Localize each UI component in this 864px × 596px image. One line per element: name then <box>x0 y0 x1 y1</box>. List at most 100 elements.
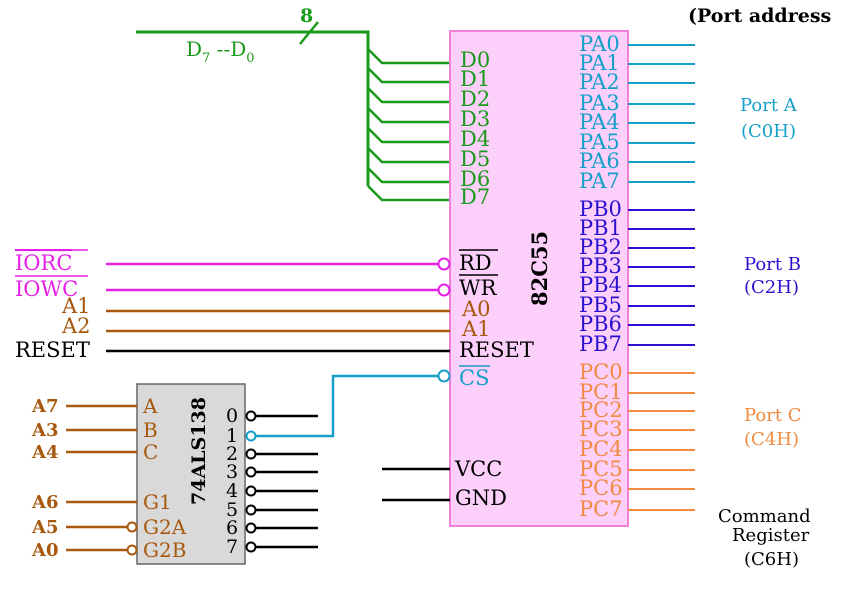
port-a-address: (C0H) <box>741 121 796 142</box>
iowc-signal: IOWC <box>15 277 78 301</box>
port-pin-pa7: PA7 <box>579 169 620 193</box>
reset-signal: RESET <box>15 338 90 362</box>
bus-width-slash <box>299 21 319 45</box>
decoder-signal-a4: A4 <box>31 442 59 463</box>
decoder-input-a: A <box>142 394 158 418</box>
decoder-input-bubble <box>126 521 138 533</box>
port-pin-pb6: PB6 <box>579 312 622 336</box>
decoder-output-bubble <box>245 541 257 553</box>
cs-line <box>252 374 438 438</box>
port-pin-pc0: PC0 <box>579 360 623 384</box>
bus-tap-line <box>367 107 450 124</box>
data-bus <box>136 30 370 186</box>
decoder-output-bubble <box>245 448 257 460</box>
decoder-input-b: B <box>143 418 158 442</box>
decoder-output-bubble <box>245 504 257 516</box>
port-c-address: (C4H) <box>744 429 799 450</box>
port-pin-pc1: PC1 <box>579 380 623 404</box>
port-pin-pb5: PB5 <box>579 293 622 317</box>
vcc-pin: VCC <box>454 457 502 481</box>
cs-pin: CS <box>459 366 489 390</box>
wr-pin: WR <box>459 276 498 300</box>
port-b-label: Port B <box>744 254 801 275</box>
decoder-chip-body <box>136 383 246 565</box>
port-pin-pa5: PA5 <box>579 130 620 154</box>
port-pin-pa4: PA4 <box>579 110 620 134</box>
port-pin-pa6: PA6 <box>579 149 620 173</box>
decoder-output-bubble <box>245 410 257 422</box>
port-pin-pb2: PB2 <box>579 235 622 259</box>
bus-label: D7 --D0 <box>186 37 255 66</box>
a2-signal: A2 <box>61 314 91 338</box>
command-register-address: (C6H) <box>744 549 799 570</box>
decoder-input-g1: G1 <box>143 490 172 514</box>
decoder-output-0: 0 <box>226 405 238 427</box>
port-a-label: Port A <box>740 95 798 116</box>
bus-tap-line <box>367 48 450 65</box>
decoder-output-6: 6 <box>226 517 238 539</box>
a1-signal: A1 <box>61 294 91 318</box>
port-pin-pb7: PB7 <box>579 332 622 356</box>
decoder-output-1: 1 <box>226 425 238 447</box>
decoder-output-5: 5 <box>226 499 238 521</box>
data-pin-d2: D2 <box>460 87 490 111</box>
decoder-chip-name: 74ALS138 <box>188 397 210 505</box>
decoder-signal-a6: A6 <box>31 492 59 513</box>
port-pin-pc2: PC2 <box>579 398 623 422</box>
decoder-output-bubble <box>245 522 257 534</box>
decoder-input-c: C <box>143 440 158 464</box>
reset-pin: RESET <box>459 338 534 362</box>
port-pin-pb3: PB3 <box>579 254 622 278</box>
decoder-output-3: 3 <box>226 461 238 483</box>
bus-width-label: 8 <box>300 5 313 27</box>
port-pin-pa0: PA0 <box>579 32 620 56</box>
data-pin-d0: D0 <box>460 48 490 72</box>
decoder-output-bubble <box>245 466 257 478</box>
bus-tap-line <box>367 185 450 202</box>
port-pin-pa3: PA3 <box>579 91 620 115</box>
a1-pin: A1 <box>461 317 491 341</box>
port-pin-pb0: PB0 <box>579 197 622 221</box>
port-c-label: Port C <box>744 405 802 426</box>
decoder-output-bubble <box>245 430 257 442</box>
port-pin-pa2: PA2 <box>579 70 620 94</box>
bus-tap-line <box>367 167 450 184</box>
decoder-input-g2b: G2B <box>143 538 186 562</box>
rd-pin: RD <box>459 251 492 275</box>
port-pin-pc5: PC5 <box>579 457 623 481</box>
port-pin-pb4: PB4 <box>579 273 622 297</box>
port-pin-pc7: PC7 <box>579 497 623 521</box>
data-pin-d3: D3 <box>460 107 490 131</box>
decoder-output-4: 4 <box>226 480 238 502</box>
port-pin-pc3: PC3 <box>579 417 623 441</box>
port-pin-pc4: PC4 <box>579 437 623 461</box>
decoder-input-g2a: G2A <box>143 515 187 539</box>
data-pin-d6: D6 <box>460 167 490 191</box>
decoder-signal-a3: A3 <box>31 420 59 441</box>
decoder-signal-a5: A5 <box>31 517 59 538</box>
iorc-signal: IORC <box>15 251 72 275</box>
a0-pin: A0 <box>461 297 491 321</box>
decoder-output-bubble <box>245 485 257 497</box>
port-pin-pc6: PC6 <box>579 476 623 500</box>
decoder-output-2: 2 <box>226 443 238 465</box>
cs-bubble <box>437 369 451 383</box>
data-pin-d5: D5 <box>460 147 490 171</box>
command-register-label-1: Command <box>718 506 811 527</box>
port-address-title: (Port address <box>688 5 831 27</box>
decoder-signal-a0: A0 <box>31 540 59 561</box>
decoder-output-7: 7 <box>226 536 238 558</box>
data-pin-d7: D7 <box>460 185 490 209</box>
port-pin-pb1: PB1 <box>579 216 622 240</box>
data-pin-d1: D1 <box>460 67 490 91</box>
port-pin-pa1: PA1 <box>579 51 620 75</box>
bus-tap-line <box>367 87 450 104</box>
decoder-signal-a7: A7 <box>31 396 59 417</box>
